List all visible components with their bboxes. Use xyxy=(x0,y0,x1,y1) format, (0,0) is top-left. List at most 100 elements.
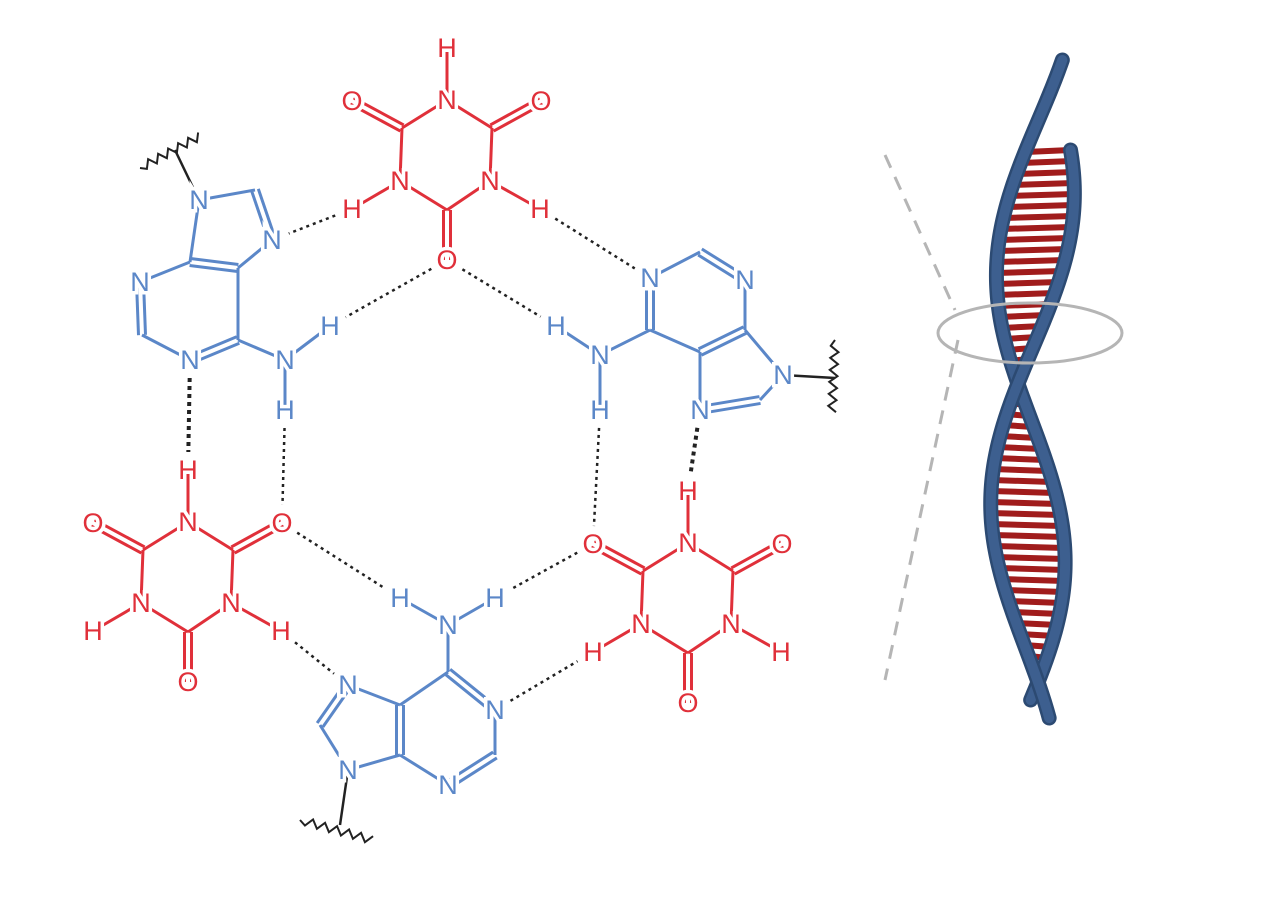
bond xyxy=(399,596,449,627)
atom-Hb: H xyxy=(485,583,505,613)
atom-Nr: N xyxy=(221,588,241,618)
double-bond xyxy=(697,253,744,285)
bond xyxy=(351,179,401,211)
hydrogen-bond xyxy=(345,267,432,319)
atom-N7: N xyxy=(262,225,282,255)
bond xyxy=(599,328,651,357)
base-rung xyxy=(987,499,1061,507)
atom-N1: N xyxy=(640,263,660,293)
base-rung xyxy=(1006,191,1078,199)
bond xyxy=(318,724,350,771)
double-bond xyxy=(135,282,141,336)
atom-N1: N xyxy=(180,345,200,375)
double-bond xyxy=(230,518,282,549)
atom-Nr: N xyxy=(721,609,741,639)
atom-Nl: N xyxy=(390,166,410,196)
bond xyxy=(139,260,191,284)
bond xyxy=(555,324,601,357)
bond xyxy=(687,541,734,573)
double-bond xyxy=(321,686,353,728)
double-bond xyxy=(256,188,277,240)
atom-Or: O xyxy=(530,86,551,116)
double-bond xyxy=(444,673,494,714)
base-rung xyxy=(1018,158,1076,166)
bond xyxy=(687,622,732,655)
bond xyxy=(284,324,331,362)
bond xyxy=(92,601,142,633)
double-bond xyxy=(190,257,239,267)
base-rung xyxy=(1010,180,1078,188)
double-bond xyxy=(449,756,498,790)
atom-N7: N xyxy=(338,670,358,700)
bond xyxy=(237,338,286,362)
hydrogen-bond xyxy=(510,551,578,591)
bond xyxy=(347,683,401,707)
atom-Ht: H xyxy=(678,476,698,506)
bond xyxy=(142,520,189,552)
bond xyxy=(187,601,232,634)
double-bond xyxy=(93,518,146,549)
hydrogen-bond xyxy=(281,427,286,506)
atom-Hb: H xyxy=(275,395,295,425)
base-rung xyxy=(987,510,1064,518)
atom-Nl: N xyxy=(131,588,151,618)
double-bond xyxy=(233,524,285,555)
atom-Or: O xyxy=(771,529,792,559)
glycosidic-bond xyxy=(782,373,836,380)
base-rung xyxy=(988,488,1059,496)
base-rung xyxy=(995,565,1069,573)
atom-Ha: H xyxy=(546,311,566,341)
atom-Ol: O xyxy=(582,529,603,559)
guide-line xyxy=(883,154,957,311)
glycosidic-bond xyxy=(173,149,201,201)
atom-N6: N xyxy=(275,345,295,375)
double-bond xyxy=(700,401,761,415)
atom-Ha: H xyxy=(320,311,340,341)
atom-Nt: N xyxy=(437,85,457,115)
bond xyxy=(640,622,689,655)
base-rung xyxy=(988,521,1066,529)
double-bond xyxy=(190,341,240,365)
atom-Ob: O xyxy=(436,245,457,275)
hydrogen-bond xyxy=(288,214,336,235)
base-rung xyxy=(998,576,1068,584)
glycosidic-bond xyxy=(338,769,350,826)
atom-Nt: N xyxy=(678,528,698,558)
base-rung xyxy=(998,224,1075,232)
hydrogen-bond xyxy=(688,427,700,474)
atom-Ob: O xyxy=(177,667,198,697)
bond xyxy=(401,98,448,130)
base-rung xyxy=(993,257,1069,265)
base-rung xyxy=(992,455,1049,463)
double-bond xyxy=(701,247,748,279)
base-rung xyxy=(1002,587,1067,595)
atom-N9: N xyxy=(773,360,793,390)
bond xyxy=(447,596,496,627)
bond xyxy=(237,238,273,270)
double-bond xyxy=(492,102,544,133)
base-rung xyxy=(994,246,1071,254)
bond xyxy=(399,179,448,212)
double-bond xyxy=(188,335,238,359)
atom-Hl: H xyxy=(583,637,603,667)
base-rung xyxy=(990,466,1052,474)
atom-N1: N xyxy=(485,695,505,725)
atom-N9: N xyxy=(338,755,358,785)
base-rung xyxy=(1003,202,1078,210)
base-rung xyxy=(993,554,1069,562)
base-rung xyxy=(1000,213,1077,221)
base-rung xyxy=(991,543,1068,551)
hydrogen-bond xyxy=(296,531,386,590)
double-bond xyxy=(141,281,147,335)
atom-Ha: H xyxy=(390,583,410,613)
bond xyxy=(198,188,256,202)
helix-model xyxy=(883,52,1124,726)
double-bond xyxy=(489,96,541,127)
hydrogen-bond xyxy=(461,268,542,318)
bond xyxy=(229,549,235,604)
atom-Nt: N xyxy=(178,507,198,537)
atom-Ht: H xyxy=(178,455,198,485)
double-bond xyxy=(700,331,748,357)
double-bond xyxy=(590,545,643,576)
